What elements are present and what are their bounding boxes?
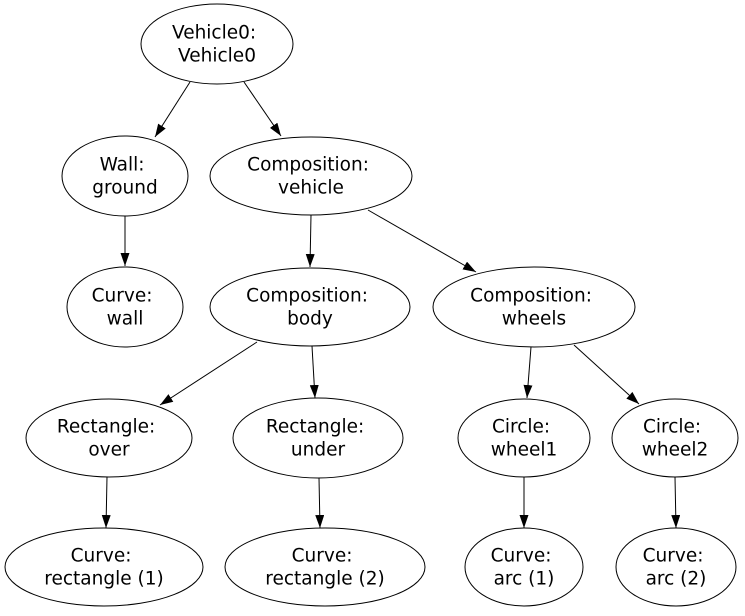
node-curve-wall: Curve: wall <box>66 266 184 348</box>
node-curve-rectangle-2: Curve: rectangle (2) <box>224 527 426 607</box>
node-circle-wheel2-ellipse <box>611 398 739 478</box>
node-vehicle0-label-line2: Vehicle0 <box>178 46 256 67</box>
node-composition-body: Composition: body <box>209 267 411 347</box>
node-composition-wheels-ellipse <box>432 266 636 348</box>
node-curve-rectangle-2-label: Curve: rectangle (2) <box>265 546 384 590</box>
node-composition-vehicle-label-line1: Composition: <box>247 155 369 176</box>
node-curve-arc-1-label-line1: Curve: <box>491 546 552 567</box>
node-rectangle-under-label: Rectangle: under <box>266 417 370 461</box>
node-curve-arc-2-label-line1: Curve: <box>643 546 704 567</box>
node-curve-rectangle-1: Curve: rectangle (1) <box>4 527 204 607</box>
node-curve-wall-label-line2: wall <box>107 309 144 330</box>
node-rectangle-under: Rectangle: under <box>232 397 404 479</box>
node-composition-vehicle: Composition: vehicle <box>209 136 413 216</box>
edge-rectangle-under-to-curve-rectangle-2 <box>315 477 325 529</box>
node-composition-wheels-label-line2: wheels <box>502 309 566 330</box>
node-curve-rectangle-1-label: Curve: rectangle (1) <box>44 546 163 590</box>
node-curve-wall-label: Curve: wall <box>92 286 159 330</box>
node-rectangle-under-ellipse <box>232 397 404 479</box>
node-curve-rectangle-2-ellipse <box>224 527 426 607</box>
edge-composition-wheels-to-circle-wheel1 <box>523 346 533 399</box>
node-vehicle0-label-line1: Vehicle0: <box>172 23 256 44</box>
node-curve-arc-2-ellipse <box>615 527 737 607</box>
edge-composition-vehicle-to-composition-wheels <box>367 209 477 273</box>
edge-composition-body-to-rectangle-under <box>309 345 319 399</box>
node-circle-wheel1-label-line2: wheel1 <box>491 440 558 461</box>
edge-rectangle-over-to-curve-rectangle-1 <box>101 476 111 529</box>
node-curve-arc-1-label: Curve: arc (1) <box>491 546 558 590</box>
edge-composition-body-to-rectangle-over <box>159 341 258 406</box>
node-curve-rectangle-2-label-line1: Curve: <box>292 546 353 567</box>
node-vehicle0-ellipse <box>140 3 294 85</box>
node-composition-wheels-label: Composition: wheels <box>470 286 598 330</box>
edge-composition-wheels-to-circle-wheel2 <box>573 344 640 405</box>
node-rectangle-over-label-line1: Rectangle: <box>57 417 155 438</box>
node-curve-arc-1: Curve: arc (1) <box>464 527 584 607</box>
node-circle-wheel1-label: Circle: wheel1 <box>491 417 558 461</box>
node-curve-arc-1-ellipse <box>464 527 584 607</box>
node-curve-rectangle-2-label-line2: rectangle (2) <box>265 569 384 590</box>
node-composition-body-label-line2: body <box>287 309 333 330</box>
node-composition-wheels: Composition: wheels <box>432 266 636 348</box>
node-composition-wheels-label-line1: Composition: <box>470 286 592 307</box>
node-curve-wall-ellipse <box>66 266 184 348</box>
node-rectangle-under-label-line1: Rectangle: <box>266 417 364 438</box>
node-vehicle0: Vehicle0: Vehicle0 <box>140 3 294 85</box>
node-composition-vehicle-label: Composition: vehicle <box>247 155 375 199</box>
node-wall-ground-label-line1: Wall: <box>100 155 145 176</box>
node-curve-arc-1-label-line2: arc (1) <box>494 569 555 590</box>
node-rectangle-over-ellipse <box>25 398 193 478</box>
node-curve-rectangle-1-ellipse <box>4 527 204 607</box>
node-layer: Vehicle0: Vehicle0 Wall: ground Composit… <box>4 3 739 607</box>
node-wall-ground-label-line2: ground <box>92 178 157 199</box>
node-circle-wheel2: Circle: wheel2 <box>611 398 739 478</box>
node-curve-rectangle-1-label-line1: Curve: <box>71 546 132 567</box>
node-rectangle-under-label-line2: under <box>291 440 346 461</box>
node-circle-wheel2-label-line2: wheel2 <box>642 440 709 461</box>
node-composition-body-ellipse <box>209 267 411 347</box>
node-composition-body-label: Composition: body <box>246 286 374 330</box>
node-vehicle0-label: Vehicle0: Vehicle0 <box>172 23 262 67</box>
edge-layer <box>101 81 681 529</box>
node-circle-wheel1-ellipse <box>457 398 591 478</box>
node-circle-wheel2-label-line1: Circle: <box>643 417 701 438</box>
node-wall-ground-label: Wall: ground <box>92 155 157 199</box>
node-circle-wheel2-label: Circle: wheel2 <box>642 417 709 461</box>
node-curve-wall-label-line1: Curve: <box>92 286 153 307</box>
node-rectangle-over: Rectangle: over <box>25 398 193 478</box>
edge-vehicle0-to-composition-vehicle <box>243 81 282 137</box>
edge-circle-wheel2-to-curve-arc-2 <box>671 476 681 529</box>
node-wall-ground-ellipse <box>61 135 189 217</box>
node-composition-vehicle-ellipse <box>209 136 413 216</box>
node-curve-arc-2-label-line2: arc (2) <box>646 569 707 590</box>
edge-composition-vehicle-to-composition-body <box>305 214 315 268</box>
node-rectangle-over-label-line2: over <box>88 440 130 461</box>
node-wall-ground: Wall: ground <box>61 135 189 217</box>
node-curve-arc-2: Curve: arc (2) <box>615 527 737 607</box>
node-composition-vehicle-label-line2: vehicle <box>278 178 344 199</box>
node-curve-rectangle-1-label-line2: rectangle (1) <box>44 569 163 590</box>
node-curve-arc-2-label: Curve: arc (2) <box>643 546 710 590</box>
node-composition-body-label-line1: Composition: <box>246 286 368 307</box>
edge-vehicle0-to-wall-ground <box>154 81 191 138</box>
node-circle-wheel1: Circle: wheel1 <box>457 398 591 478</box>
node-circle-wheel1-label-line1: Circle: <box>492 417 550 438</box>
node-rectangle-over-label: Rectangle: over <box>57 417 161 461</box>
